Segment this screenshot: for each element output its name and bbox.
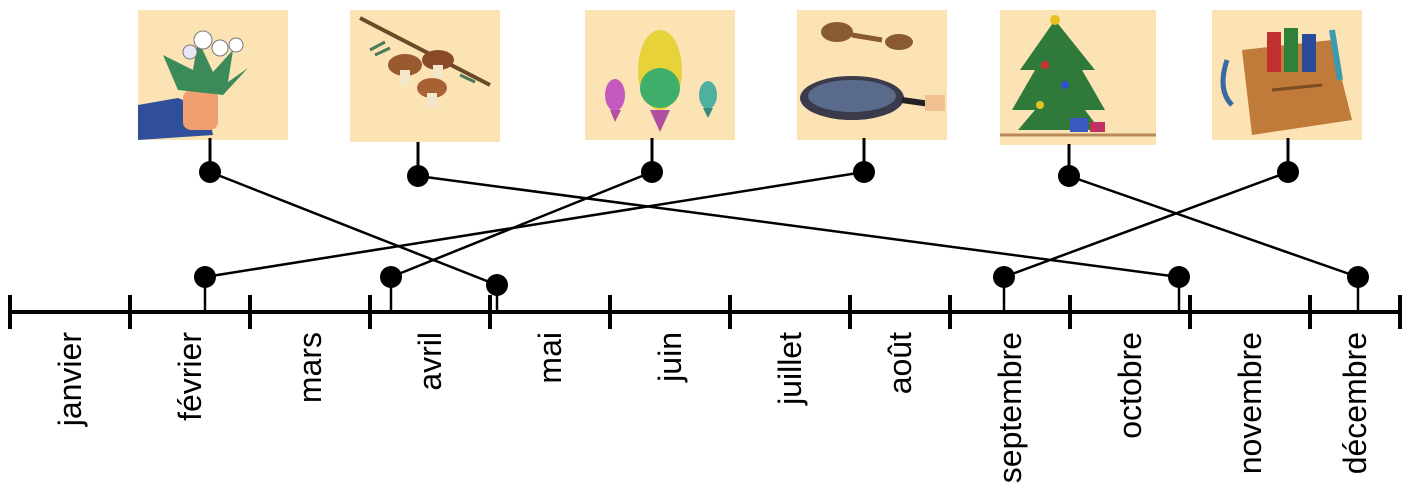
- month-label: avril: [412, 332, 448, 391]
- month-label: février: [172, 332, 208, 421]
- link-line: [390, 170, 653, 279]
- link-line: [209, 170, 498, 287]
- link-line: [417, 174, 1180, 279]
- month-label: décembre: [1337, 332, 1373, 474]
- month-connector-dot[interactable]: [1347, 266, 1369, 288]
- links-group: [194, 170, 1369, 312]
- month-label: juin: [652, 332, 688, 383]
- link-line: [1068, 174, 1359, 279]
- pictures-group: [137, 8, 1362, 187]
- link-line: [204, 170, 865, 279]
- month-connector-dot[interactable]: [486, 274, 508, 296]
- month-label: août: [882, 332, 918, 394]
- month-connector-dot[interactable]: [1168, 266, 1190, 288]
- month-connector-dot[interactable]: [380, 266, 402, 288]
- fish-icon[interactable]: [585, 10, 735, 183]
- mushrooms-icon[interactable]: [348, 8, 502, 187]
- month-connector-dot[interactable]: [194, 266, 216, 288]
- month-label: janvier: [52, 332, 88, 428]
- month-label: mai: [532, 332, 568, 384]
- timeline: janvier février mars avril mai juin juillet aoû…: [8, 295, 1402, 483]
- link-line: [1003, 170, 1289, 279]
- month-label: juillet: [772, 332, 808, 406]
- month-label: novembre: [1232, 332, 1268, 474]
- flower-bouquet-icon[interactable]: [137, 9, 289, 183]
- christmas-tree-icon[interactable]: [998, 8, 1158, 187]
- month-label: septembre: [992, 332, 1028, 483]
- month-connector-dot[interactable]: [993, 266, 1015, 288]
- month-label: octobre: [1112, 332, 1148, 439]
- schoolbag-icon[interactable]: [1212, 10, 1362, 183]
- month-label: mars: [292, 332, 328, 403]
- frying-pan-icon[interactable]: [797, 10, 947, 183]
